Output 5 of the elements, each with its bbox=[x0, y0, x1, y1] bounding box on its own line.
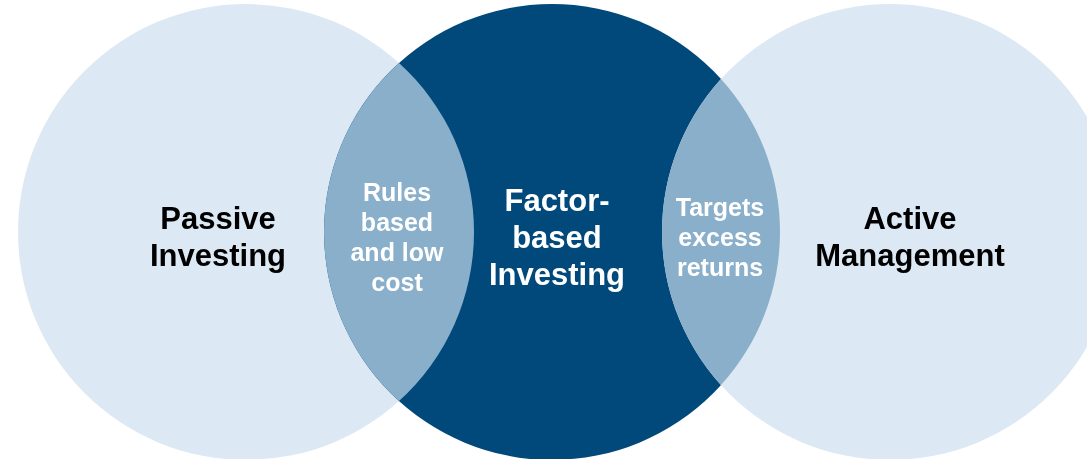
circle-label: Active Management bbox=[814, 199, 1006, 275]
overlap-label: Rules based and low cost bbox=[349, 177, 445, 297]
overlap-label: Targets excess returns bbox=[674, 192, 766, 282]
circle-label: Passive Investing bbox=[148, 199, 288, 275]
circle-label: Factor-based Investing bbox=[487, 182, 627, 294]
